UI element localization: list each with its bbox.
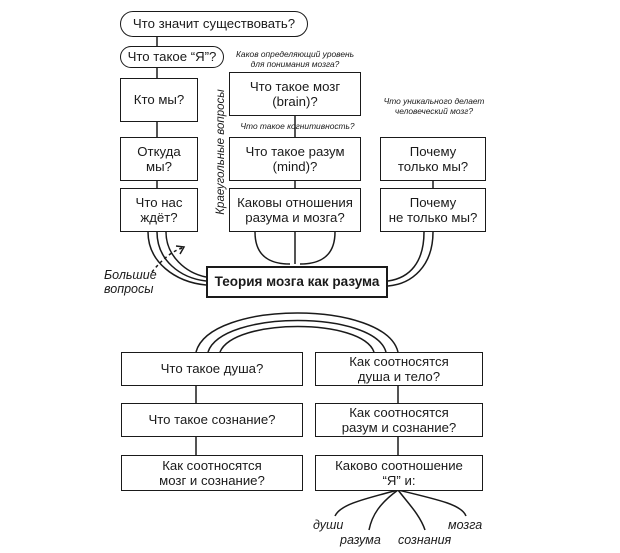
- box-why-not-only-us: Почему не только мы?: [380, 188, 486, 232]
- label-cornerstone-questions: Краеугольные вопросы: [215, 89, 227, 215]
- box-who-are-we: Кто мы?: [120, 78, 198, 122]
- box-what-is-brain: Что такое мозг (brain)?: [229, 72, 361, 116]
- pill-what-does-it-mean-to-exist: Что значит существовать?: [120, 11, 308, 37]
- box-brain-consciousness-relation: Как соотносятся мозг и сознание?: [121, 455, 303, 491]
- box-what-is-consciousness: Что такое сознание?: [121, 403, 303, 437]
- target-soul: души: [313, 518, 344, 532]
- label-big-questions: Большие вопросы: [104, 268, 157, 296]
- box-what-is-mind: Что такое разум (mind)?: [229, 137, 361, 181]
- box-what-awaits: Что нас ждёт?: [120, 188, 198, 232]
- target-mind: разума: [340, 533, 381, 547]
- box-brain-as-mind-theory: Теория мозга как разума: [206, 266, 388, 298]
- box-mind-consciousness-relation: Как соотносятся разум и сознание?: [315, 403, 483, 437]
- box-why-only-us: Почему только мы?: [380, 137, 486, 181]
- note-brain-level: Каков определяющий уровень для понимания…: [235, 49, 355, 69]
- target-brain: мозга: [448, 518, 483, 532]
- box-soul-body-relation: Как соотносятся душа и тело?: [315, 352, 483, 386]
- box-mind-brain-relation: Каковы отношения разума и мозга?: [229, 188, 361, 232]
- box-where-from: Откуда мы?: [120, 137, 198, 181]
- target-consciousness: сознания: [398, 533, 452, 547]
- note-cognition: Что такое когнитивность?: [240, 121, 355, 131]
- pill-what-is-self: Что такое “Я”?: [120, 46, 224, 68]
- note-unique-human-brain: Что уникального делает человеческий мозг…: [383, 96, 485, 116]
- box-what-is-soul: Что такое душа?: [121, 352, 303, 386]
- box-self-relation: Каково соотношение “Я” и:: [315, 455, 483, 491]
